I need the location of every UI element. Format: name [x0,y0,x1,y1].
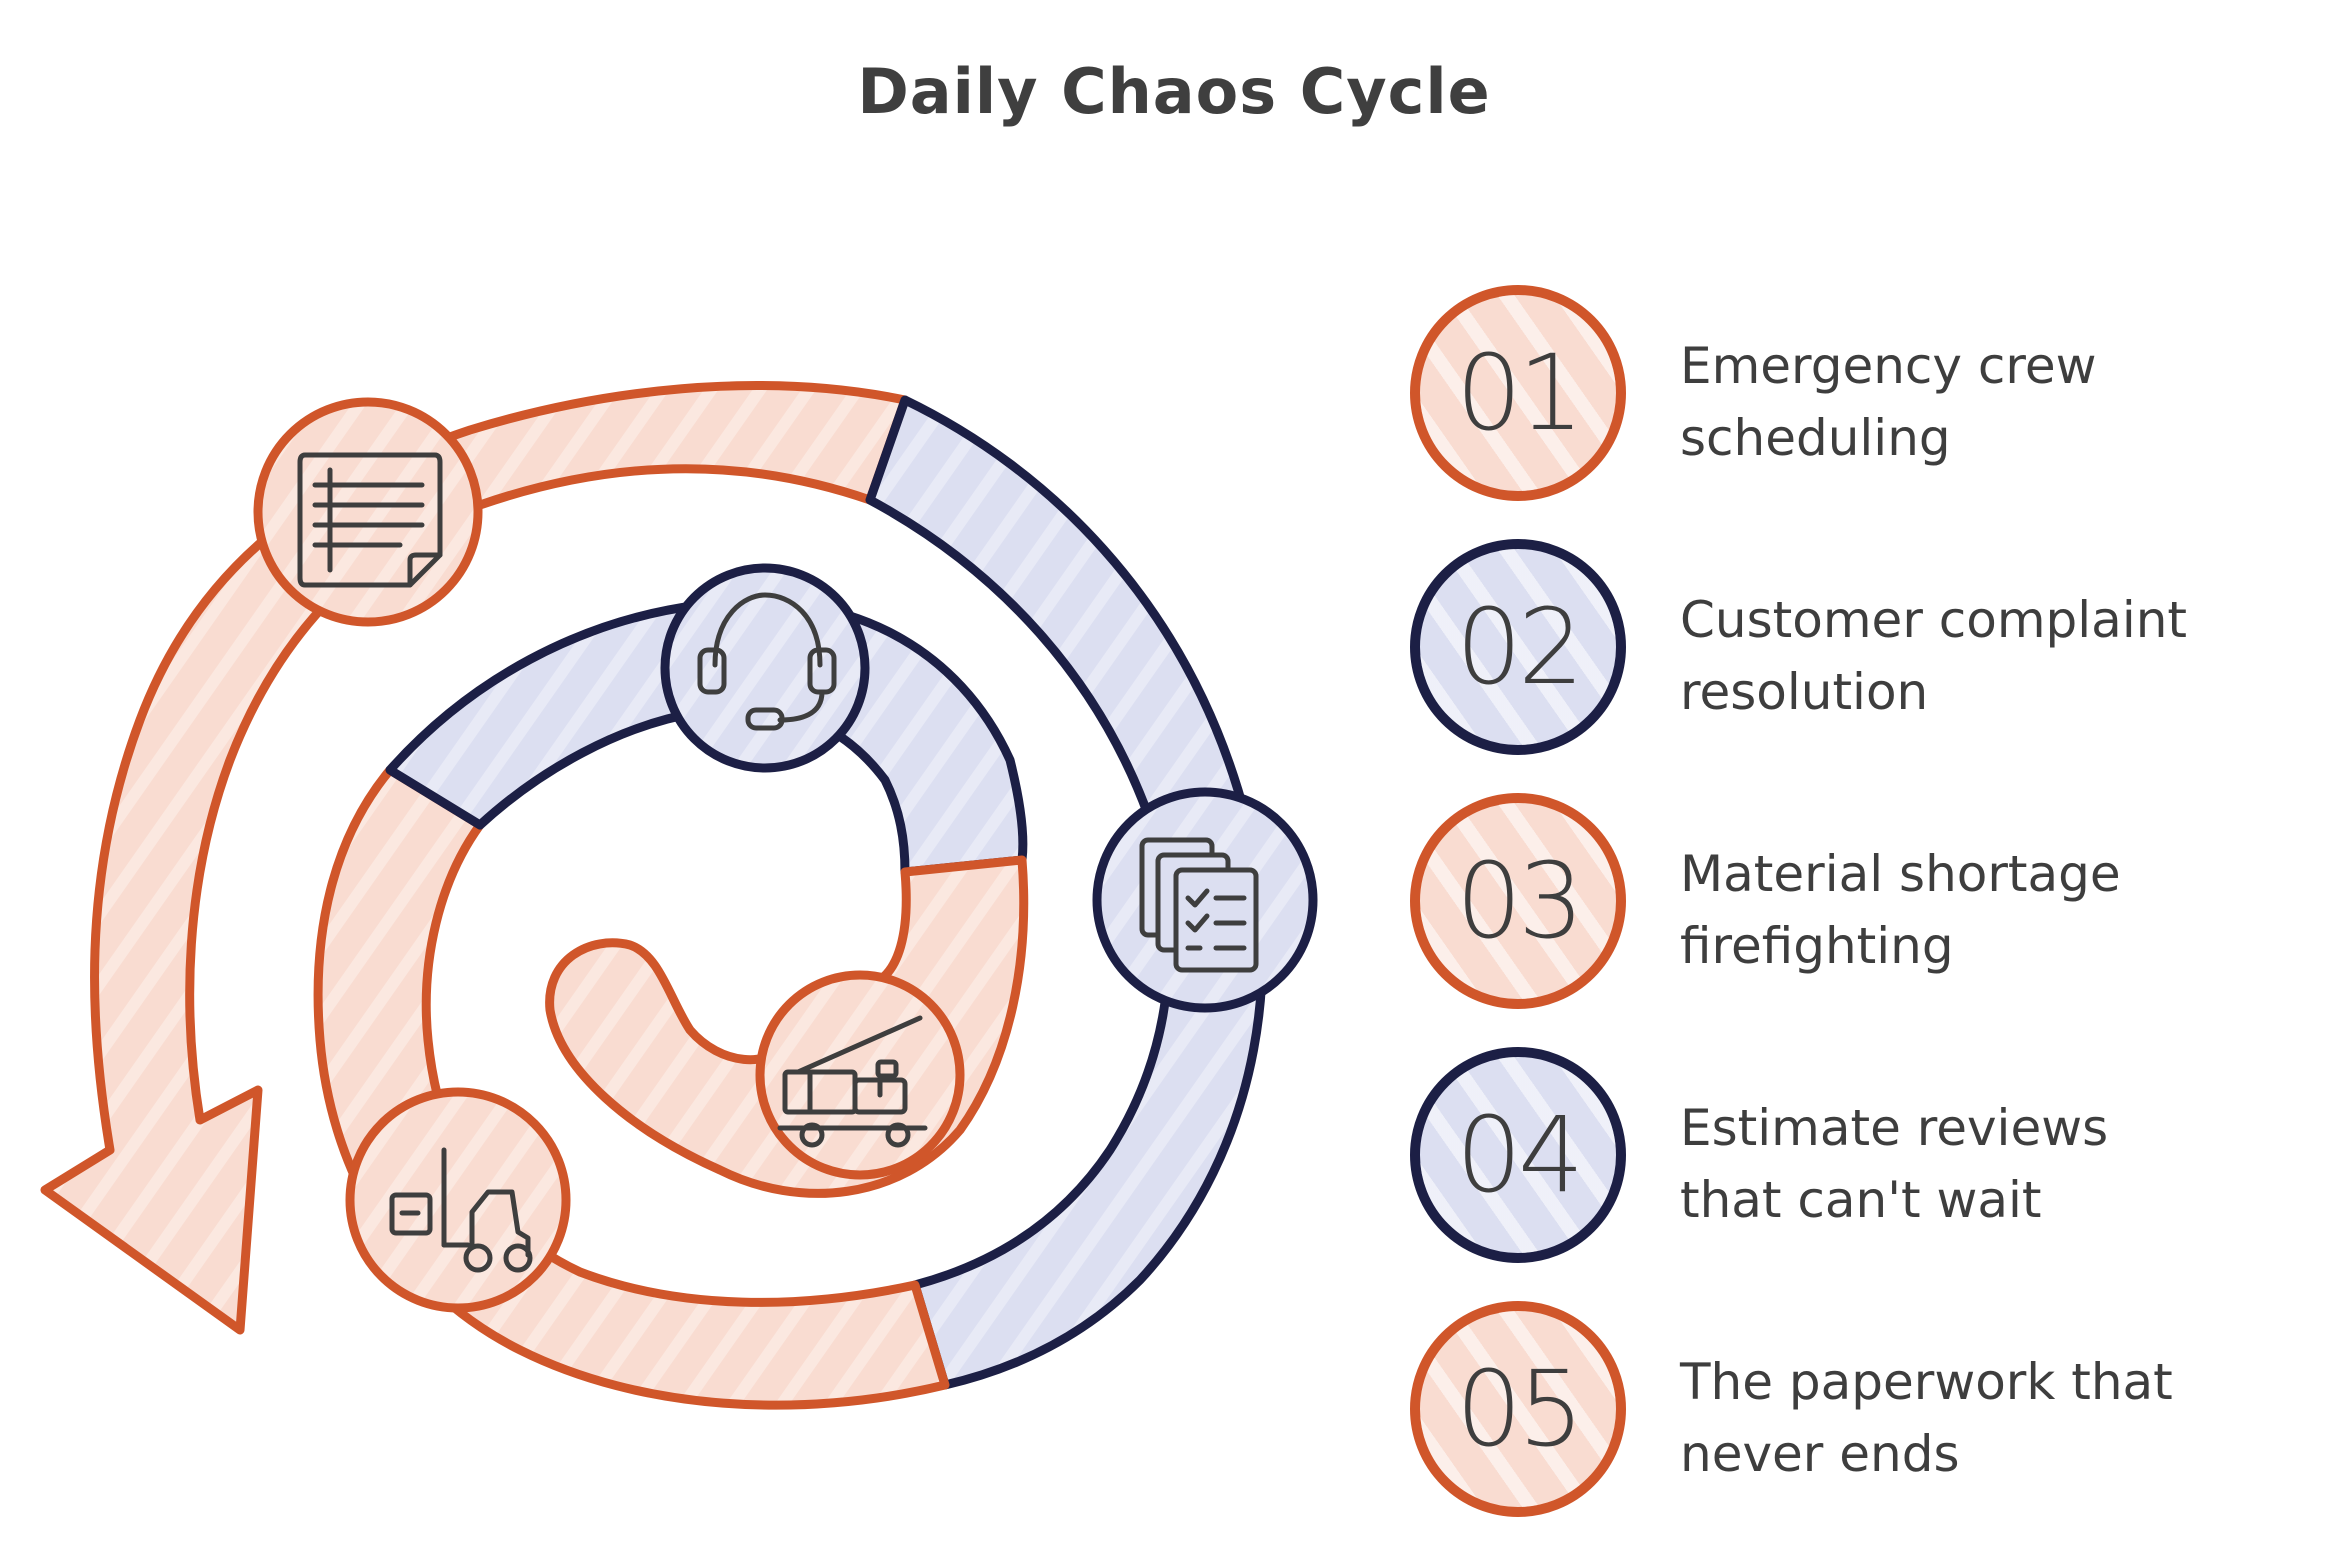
step-label-04: Estimate reviews that can't wait [1680,1099,2109,1229]
document-lines-icon [297,452,443,588]
node-headset [660,563,870,773]
step-badge-05: 05 [1410,1301,1626,1517]
page-title: Daily Chaos Cycle [857,55,1491,128]
step-badge-01: 01 [1410,285,1626,501]
step-label-01: Emergency crew scheduling [1680,337,2097,467]
node-forklift [345,1087,571,1313]
forklift-icon [389,1147,533,1273]
crane-truck-icon [777,1015,928,1148]
headset-icon [697,592,837,731]
checklist-icon [1139,837,1259,973]
step-number: 05 [1455,1348,1584,1470]
step-label-03: Material shortage firefighting [1680,845,2121,975]
step-badge-02: 02 [1410,539,1626,755]
node-document [253,397,483,627]
step-number: 03 [1455,840,1584,962]
step-badge-04: 04 [1410,1047,1626,1263]
step-number: 04 [1455,1094,1584,1216]
step-label-05: The paperwork that never ends [1680,1353,2173,1483]
step-label-02: Customer complaint resolution [1680,591,2188,721]
right-navy-arc [865,395,1267,1390]
step-number: 01 [1455,332,1584,454]
step-number: 02 [1455,586,1584,708]
node-crane-truck [755,970,965,1180]
step-badge-03: 03 [1410,793,1626,1009]
